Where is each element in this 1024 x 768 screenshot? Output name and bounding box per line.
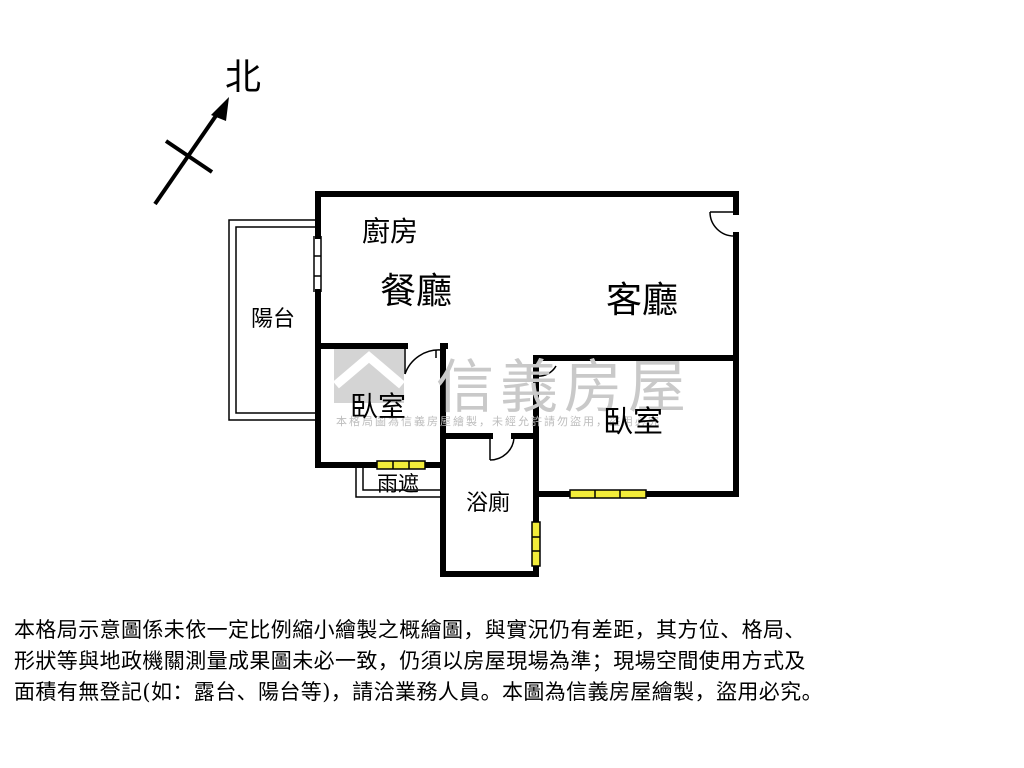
disclaimer: 本格局示意圖係未依一定比例縮小繪製之概繪圖，與實況仍有差距，其方位、格局、 形狀… — [14, 615, 1014, 708]
walls — [315, 191, 739, 577]
room-label-kitchen: 廚房 — [362, 215, 419, 248]
floor-plan — [153, 97, 739, 577]
watermark-brand: 信義房屋 — [436, 353, 693, 421]
watermark-notice: 本格局圖為信義房屋繪製，未經允許請勿盜用，盜用必究 — [336, 415, 661, 428]
balcony-outline — [228, 219, 318, 421]
bathroom-door — [489, 436, 515, 461]
room-label-canopy: 雨遮 — [377, 472, 419, 496]
window-bathroom — [531, 521, 541, 567]
room-label-dining: 餐廳 — [380, 271, 453, 312]
window-bedroom-right — [569, 489, 647, 499]
windows — [376, 460, 647, 567]
balcony-door — [313, 236, 322, 292]
bedroom-right-door — [535, 362, 557, 377]
watermark-logo — [333, 343, 405, 403]
bedroom-left-door — [404, 346, 442, 375]
room-label-balcony: 陽台 — [251, 307, 296, 332]
disclaimer-line-1: 本格局示意圖係未依一定比例縮小繪製之概繪圖，與實況仍有差距，其方位、格局、 — [14, 618, 806, 642]
room-label-bedroom-left: 臥室 — [350, 390, 407, 423]
room-label-living: 客廳 — [606, 280, 679, 321]
north-label: 北 — [225, 57, 262, 98]
room-label-bathroom: 浴廁 — [466, 491, 511, 516]
disclaimer-line-3: 面積有無登記(如：露台、陽台等)，請洽業務人員。本圖為信義房屋繪製，盜用必究。 — [14, 680, 823, 704]
entrance-door — [709, 211, 736, 237]
window-bedroom-left — [376, 460, 426, 470]
north-arrow-icon — [153, 97, 229, 206]
disclaimer-line-2: 形狀等與地政機關測量成果圖未必一致，仍須以房屋現場為準；現場空間使用方式及 — [14, 649, 806, 673]
room-label-bedroom-right: 臥室 — [603, 405, 663, 440]
